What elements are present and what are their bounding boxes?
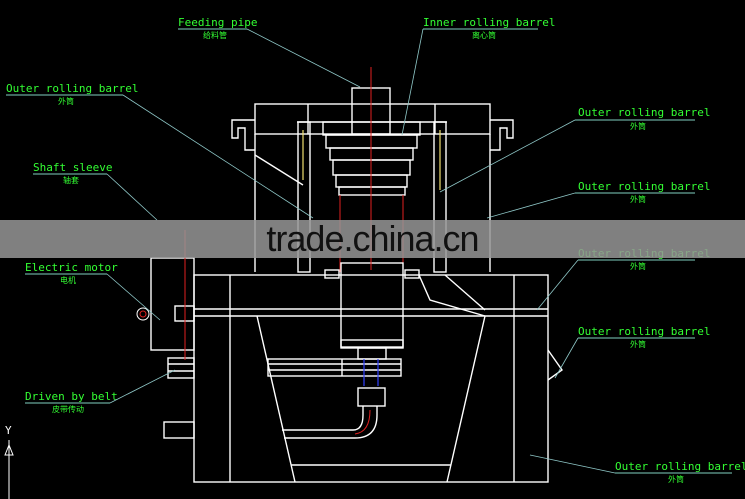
ucs-axis-icon: Y: [4, 424, 14, 499]
svg-text:轴套: 轴套: [63, 175, 79, 185]
base-housing: [163, 274, 563, 483]
pulley-stack: [267, 358, 402, 377]
svg-text:Inner rolling barrel: Inner rolling barrel: [423, 16, 555, 29]
svg-text:给料管: 给料管: [203, 30, 227, 40]
top-cover: [231, 87, 514, 151]
callout-outer-bottom: Outer rolling barrel 外筒: [529, 454, 745, 484]
svg-text:Electric motor: Electric motor: [25, 261, 118, 274]
outer-barrel-wall-left: [297, 121, 311, 273]
svg-text:外筒: 外筒: [630, 194, 646, 204]
svg-text:外筒: 外筒: [58, 96, 74, 106]
callout-driven-by-belt: Driven by belt 皮带传动: [25, 369, 176, 414]
watermark-band: [0, 220, 745, 258]
watermark-text: trade.china.cn: [266, 218, 479, 259]
callout-outer-left: Outer rolling barrel 外筒: [6, 82, 314, 219]
callout-electric-motor: Electric motor 电机: [25, 261, 161, 321]
svg-text:外筒: 外筒: [668, 474, 684, 484]
belt-pulley: [167, 357, 195, 379]
callout-shaft-sleeve: Shaft sleeve 轴套: [33, 161, 158, 221]
svg-text:Driven by belt: Driven by belt: [25, 390, 118, 403]
svg-text:Outer rolling barrel: Outer rolling barrel: [578, 180, 710, 193]
svg-text:皮带传动: 皮带传动: [52, 404, 84, 414]
svg-text:Feeding pipe: Feeding pipe: [178, 16, 257, 29]
outer-barrel-wall-right: [433, 121, 447, 273]
svg-text:外筒: 外筒: [630, 121, 646, 131]
svg-text:Outer rolling barrel: Outer rolling barrel: [615, 460, 745, 473]
svg-text:外筒: 外筒: [630, 261, 646, 271]
svg-text:Outer rolling barrel: Outer rolling barrel: [6, 82, 138, 95]
axis-label: Y: [5, 424, 12, 437]
svg-text:Outer rolling barrel: Outer rolling barrel: [578, 106, 710, 119]
callout-outer-right-2: Outer rolling barrel 外筒: [486, 180, 710, 219]
base-foot: [163, 421, 195, 439]
svg-text:离心筒: 离心筒: [472, 30, 496, 40]
svg-text:Shaft sleeve: Shaft sleeve: [33, 161, 112, 174]
callout-outer-right-1: Outer rolling barrel 外筒: [439, 106, 710, 193]
svg-text:电机: 电机: [60, 275, 76, 285]
callout-feeding-pipe: Feeding pipe 给料管: [178, 16, 361, 88]
callout-outer-right-3: Outer rolling barrel 外筒: [554, 325, 710, 379]
center-shaft: [267, 262, 420, 439]
callout-inner-barrel: Inner rolling barrel 离心筒: [401, 16, 555, 136]
svg-text:外筒: 外筒: [630, 339, 646, 349]
svg-text:Outer rolling barrel: Outer rolling barrel: [578, 325, 710, 338]
